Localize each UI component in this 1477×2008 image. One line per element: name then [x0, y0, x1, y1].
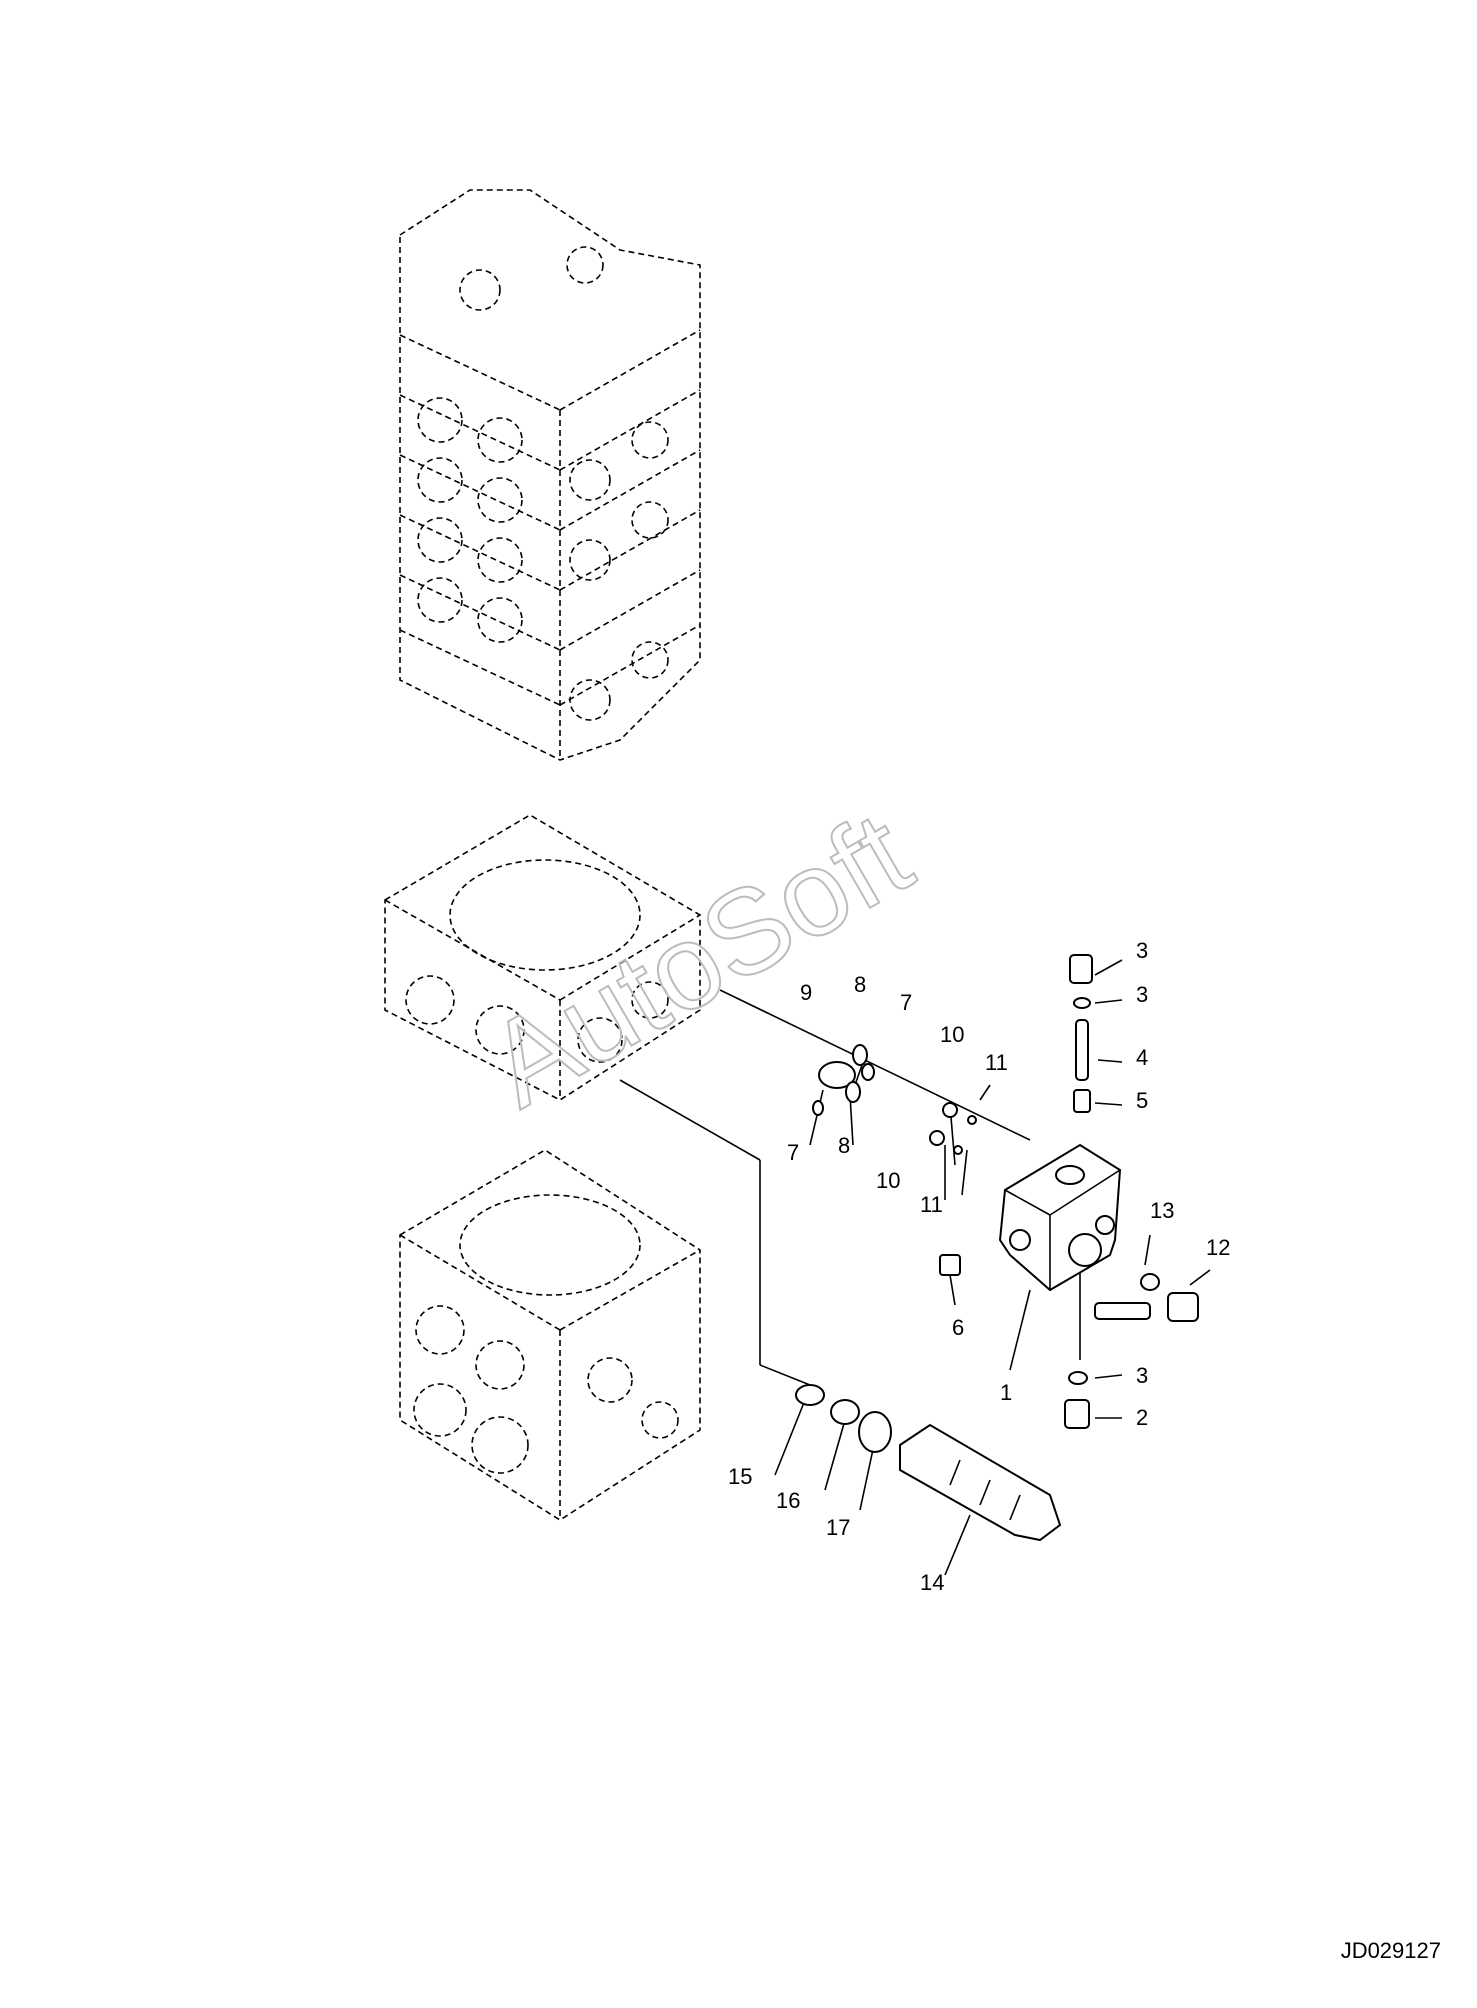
callout-10-bottom: 10 [876, 1168, 900, 1193]
callout-11-top: 11 [985, 1050, 1008, 1075]
callout-13: 13 [1150, 1198, 1174, 1223]
callout-8-top: 8 [854, 972, 866, 997]
small-parts [795, 954, 1199, 1542]
valve-block-lower [399, 1149, 701, 1521]
callout-3-bottom: 3 [1136, 1363, 1148, 1388]
pin-plug [1094, 1302, 1151, 1320]
valve-stack-upper [399, 189, 701, 761]
o-ring-8-b [845, 1081, 861, 1103]
callout-3-top: 3 [1136, 938, 1148, 963]
o-ring-17 [858, 1411, 892, 1453]
plug-12 [1167, 1292, 1199, 1322]
callout-7-bottom: 7 [787, 1140, 799, 1165]
plug-3-top [1069, 954, 1093, 984]
callout-4: 4 [1136, 1045, 1148, 1070]
o-ring-13 [1140, 1273, 1160, 1291]
o-ring-15 [795, 1384, 825, 1406]
screw-6 [939, 1254, 961, 1276]
callout-5: 5 [1136, 1088, 1148, 1113]
callout-2: 2 [1136, 1405, 1148, 1430]
callout-8-bottom: 8 [838, 1133, 850, 1158]
spool-4 [1075, 1019, 1089, 1081]
watermark-text: AutoSoft [466, 786, 932, 1132]
callouts: 3 3 4 5 9 8 7 10 11 7 8 10 11 13 12 6 1 … [728, 938, 1230, 1595]
spring-5 [1073, 1089, 1091, 1113]
plug-10-b [929, 1130, 945, 1146]
callout-9: 9 [800, 980, 812, 1005]
valve-body-part [998, 1143, 1122, 1292]
plug-10-a [942, 1102, 958, 1118]
o-ring-7-b [812, 1100, 824, 1116]
assembly-lines [619, 959, 1211, 1576]
callout-14: 14 [920, 1570, 944, 1595]
callout-16: 16 [776, 1488, 800, 1513]
callout-15: 15 [728, 1464, 752, 1489]
document-id: JD029127 [1340, 1938, 1441, 1963]
callout-6: 6 [952, 1315, 964, 1340]
relief-valve-14 [899, 1423, 1062, 1542]
callout-17: 17 [826, 1515, 850, 1540]
callout-11-bottom: 11 [920, 1192, 943, 1217]
callout-3-middle: 3 [1136, 982, 1148, 1007]
o-ring-8-a [852, 1044, 868, 1066]
o-ring-16 [830, 1399, 860, 1425]
callout-1: 1 [1000, 1380, 1012, 1405]
o-ring-7-a [861, 1063, 875, 1081]
callout-12: 12 [1206, 1235, 1230, 1260]
plug-2 [1064, 1399, 1090, 1429]
ball-11-b [953, 1145, 963, 1155]
o-ring-9 [818, 1061, 856, 1089]
watermark: AutoSoft [465, 785, 933, 1133]
o-ring-3-bottom [1068, 1371, 1088, 1385]
o-ring-3-top [1073, 997, 1091, 1009]
callout-7-top: 7 [900, 990, 912, 1015]
ball-11-a [967, 1115, 977, 1125]
callout-10-top: 10 [940, 1022, 964, 1047]
valve-block-middle [384, 814, 701, 1101]
